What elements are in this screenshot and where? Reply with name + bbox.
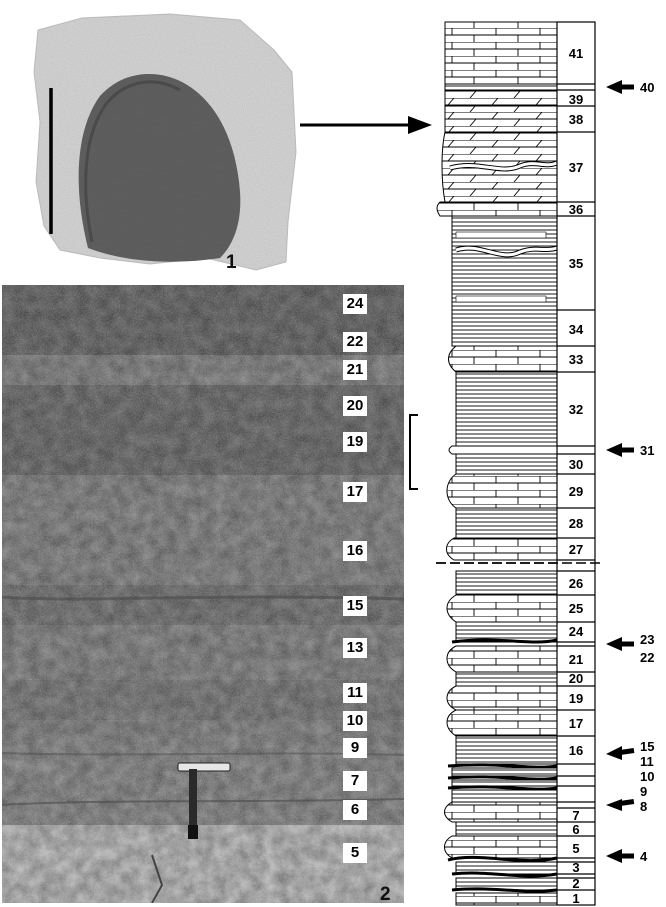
column-bed-number: 36 bbox=[569, 202, 583, 217]
arrow-label: 8 bbox=[640, 799, 647, 814]
outcrop-bed-label: 21 bbox=[343, 360, 367, 380]
outcrop-bed-label: 19 bbox=[343, 432, 367, 452]
arrow-label: 4 bbox=[640, 849, 648, 864]
arrow-label: 9 bbox=[640, 784, 647, 799]
arrow-label: 31 bbox=[640, 443, 654, 458]
column-bed-number: 37 bbox=[569, 160, 583, 175]
outcrop-bed-label: 24 bbox=[343, 294, 367, 314]
column-bed-number: 34 bbox=[569, 322, 584, 337]
column-bed-number: 2 bbox=[572, 876, 579, 891]
figure-part-1-label: 1 bbox=[226, 252, 237, 274]
outcrop-bed-label: 7 bbox=[343, 771, 367, 791]
column-bed-number: 3 bbox=[572, 860, 579, 875]
outcrop-bed-label: 20 bbox=[343, 396, 367, 416]
fossil-specimen-photo bbox=[30, 12, 298, 274]
arrow-label: 11 bbox=[640, 754, 654, 769]
arrow-label: 22 bbox=[640, 650, 654, 665]
outcrop-bed-label: 9 bbox=[343, 738, 367, 758]
column-bed-number: 38 bbox=[569, 112, 583, 127]
column-bed-number: 21 bbox=[569, 652, 583, 667]
arrow-marker bbox=[606, 746, 634, 760]
outcrop-bed-label: 22 bbox=[343, 332, 367, 352]
arrow-label: 23 bbox=[640, 632, 654, 647]
column-bed-number: 30 bbox=[569, 457, 583, 472]
column-bed-number: 27 bbox=[569, 542, 583, 557]
column-bed-number: 16 bbox=[569, 743, 583, 758]
column-bed-number: 35 bbox=[569, 256, 583, 271]
column-bed-number: 24 bbox=[569, 624, 584, 639]
column-bed-number: 26 bbox=[569, 576, 583, 591]
connector-arrow bbox=[296, 110, 436, 140]
arrow-marker bbox=[606, 849, 634, 863]
column-bed-number: 6 bbox=[572, 822, 579, 837]
column-bed-number: 25 bbox=[569, 601, 583, 616]
arrow-marker bbox=[606, 637, 634, 651]
outcrop-bed-label: 10 bbox=[343, 711, 367, 731]
outcrop-bed-label: 17 bbox=[343, 482, 367, 502]
outcrop-bed-label: 16 bbox=[343, 541, 367, 561]
column-bed-number: 33 bbox=[569, 352, 583, 367]
arrow-marker bbox=[606, 80, 634, 94]
outcrop-bed-label: 6 bbox=[343, 800, 367, 820]
column-bed-number: 17 bbox=[569, 716, 583, 731]
column-bed-number: 5 bbox=[572, 841, 579, 856]
column-bed-number: 29 bbox=[569, 484, 583, 499]
stratigraphic-column: 41 39 38 37 36 35 34 33 32 30 29 28 27 2… bbox=[420, 18, 666, 907]
arrow-label: 10 bbox=[640, 769, 654, 784]
column-bed-number: 32 bbox=[569, 402, 583, 417]
figure-part-2-label: 2 bbox=[380, 884, 391, 906]
column-bed-number: 1 bbox=[572, 891, 579, 906]
column-bed-number: 20 bbox=[569, 671, 583, 686]
outcrop-bed-label: 13 bbox=[343, 638, 367, 658]
column-bed-number: 39 bbox=[569, 92, 583, 107]
arrow-marker bbox=[606, 443, 634, 457]
outcrop-bed-label: 11 bbox=[343, 683, 367, 703]
arrow-label: 40 bbox=[640, 80, 654, 95]
arrow-marker bbox=[606, 799, 634, 811]
column-bed-number: 41 bbox=[569, 46, 583, 61]
column-bed-number: 7 bbox=[572, 808, 579, 823]
column-bed-number: 28 bbox=[569, 516, 583, 531]
arrow-label: 15 bbox=[640, 739, 654, 754]
column-bed-number: 19 bbox=[569, 691, 583, 706]
outcrop-bed-label: 5 bbox=[343, 843, 367, 863]
outcrop-bed-label: 15 bbox=[343, 596, 367, 616]
